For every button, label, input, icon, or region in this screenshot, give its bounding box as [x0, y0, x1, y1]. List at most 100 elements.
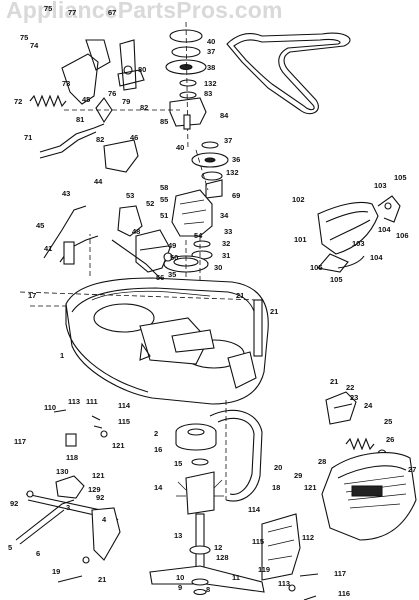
- idler-arm-assembly: [163, 141, 229, 300]
- part-label: 16: [154, 445, 162, 454]
- part-label: 1: [60, 351, 64, 360]
- part-label: 81: [76, 115, 84, 124]
- v-belt: [226, 32, 351, 115]
- part-label: 112: [302, 533, 314, 542]
- part-label: 12: [214, 543, 222, 552]
- part-label: 37: [207, 47, 215, 56]
- part-label: 69: [232, 191, 240, 200]
- part-label: 32: [222, 239, 230, 248]
- part-label: 75: [44, 4, 52, 13]
- part-label: 5: [8, 543, 12, 552]
- part-label: 53: [126, 191, 134, 200]
- part-label: 104: [378, 225, 391, 234]
- part-label: 105: [394, 173, 407, 182]
- part-label: 71: [24, 133, 32, 142]
- part-label: 19: [52, 567, 60, 576]
- part-label: 15: [174, 459, 182, 468]
- part-label: 13: [174, 531, 182, 540]
- part-label: 30: [214, 263, 222, 272]
- part-label: 18: [272, 483, 280, 492]
- part-label: 83: [204, 89, 212, 98]
- part-label: 79: [122, 97, 130, 106]
- part-label: 119: [258, 565, 270, 574]
- part-label: 24: [364, 401, 373, 410]
- part-label: 27: [408, 465, 416, 474]
- part-label: 104: [370, 253, 383, 262]
- mower-deck: [19, 234, 269, 405]
- part-label: 130: [56, 467, 69, 476]
- part-label: 28: [318, 457, 326, 466]
- blade-spindle-assembly: [149, 423, 265, 596]
- part-label: 33: [224, 227, 232, 236]
- part-label: 35: [168, 270, 176, 279]
- part-label: 21: [236, 291, 244, 300]
- part-label: 6: [36, 549, 40, 558]
- part-label: 128: [216, 553, 229, 562]
- part-label: 105: [330, 275, 343, 284]
- part-label: 31: [222, 251, 230, 260]
- part-label: 103: [352, 239, 365, 248]
- part-label: 92: [10, 499, 18, 508]
- part-label: 48: [132, 227, 140, 236]
- part-label: 14: [154, 483, 163, 492]
- linkage-rods: [43, 205, 173, 281]
- part-label: 101: [294, 235, 307, 244]
- part-label: 9: [178, 583, 182, 592]
- part-label: 115: [252, 537, 264, 546]
- part-label: 84: [220, 111, 229, 120]
- part-label: 115: [118, 417, 130, 426]
- belt-guide: [209, 400, 263, 502]
- part-label: 37: [224, 136, 232, 145]
- part-label: 23: [350, 393, 358, 402]
- part-label: 40: [176, 143, 184, 152]
- part-label: 85: [160, 117, 168, 126]
- part-label: 80: [138, 65, 146, 74]
- part-label: 114: [248, 505, 261, 514]
- part-label: 46: [130, 133, 138, 142]
- part-label: 45: [36, 221, 44, 230]
- part-label: 73: [62, 79, 70, 88]
- part-label: 102: [292, 195, 305, 204]
- part-label: 110: [44, 403, 56, 412]
- deck-belt-cover: [321, 452, 417, 541]
- part-label: 67: [108, 8, 116, 17]
- part-label: 20: [274, 463, 282, 472]
- part-label: 105: [310, 263, 323, 272]
- part-label: 21: [330, 377, 338, 386]
- part-label: 58: [160, 183, 168, 192]
- part-label: 92: [96, 493, 104, 502]
- part-label: 129: [88, 485, 101, 494]
- part-label: 17: [28, 291, 36, 300]
- part-label: 22: [346, 383, 354, 392]
- gauge-wheel-bracket: [325, 391, 387, 459]
- idler-pulley-stack: [165, 21, 207, 151]
- part-label: 117: [14, 437, 26, 446]
- part-label: 45: [82, 95, 90, 104]
- part-label: 44: [94, 177, 103, 186]
- part-label: 106: [396, 231, 409, 240]
- part-label: 21: [98, 575, 106, 584]
- part-labels: 75 77 67 75 74 73 40 37 38 80 132 83 79 …: [8, 4, 416, 598]
- hardware-fasteners: [53, 409, 319, 600]
- part-label: 132: [226, 168, 239, 177]
- part-label: 43: [62, 189, 70, 198]
- part-label: 10: [176, 573, 184, 582]
- part-label: 111: [86, 397, 98, 406]
- part-label: 77: [68, 8, 76, 17]
- part-label: 118: [66, 453, 78, 462]
- part-label: 55: [160, 195, 168, 204]
- part-label: 103: [374, 181, 387, 190]
- part-label: 56: [156, 273, 164, 282]
- part-label: 51: [160, 211, 168, 220]
- part-label: 38: [207, 63, 215, 72]
- part-label: 41: [44, 244, 52, 253]
- part-label: 25: [384, 417, 392, 426]
- part-label: 34: [220, 211, 229, 220]
- part-label: 40: [207, 37, 215, 46]
- part-label: 121: [304, 483, 317, 492]
- deck-support-bracket: [261, 513, 301, 581]
- part-label: 132: [204, 79, 217, 88]
- spring-and-linkage-left: [29, 39, 180, 173]
- part-label: 36: [232, 155, 240, 164]
